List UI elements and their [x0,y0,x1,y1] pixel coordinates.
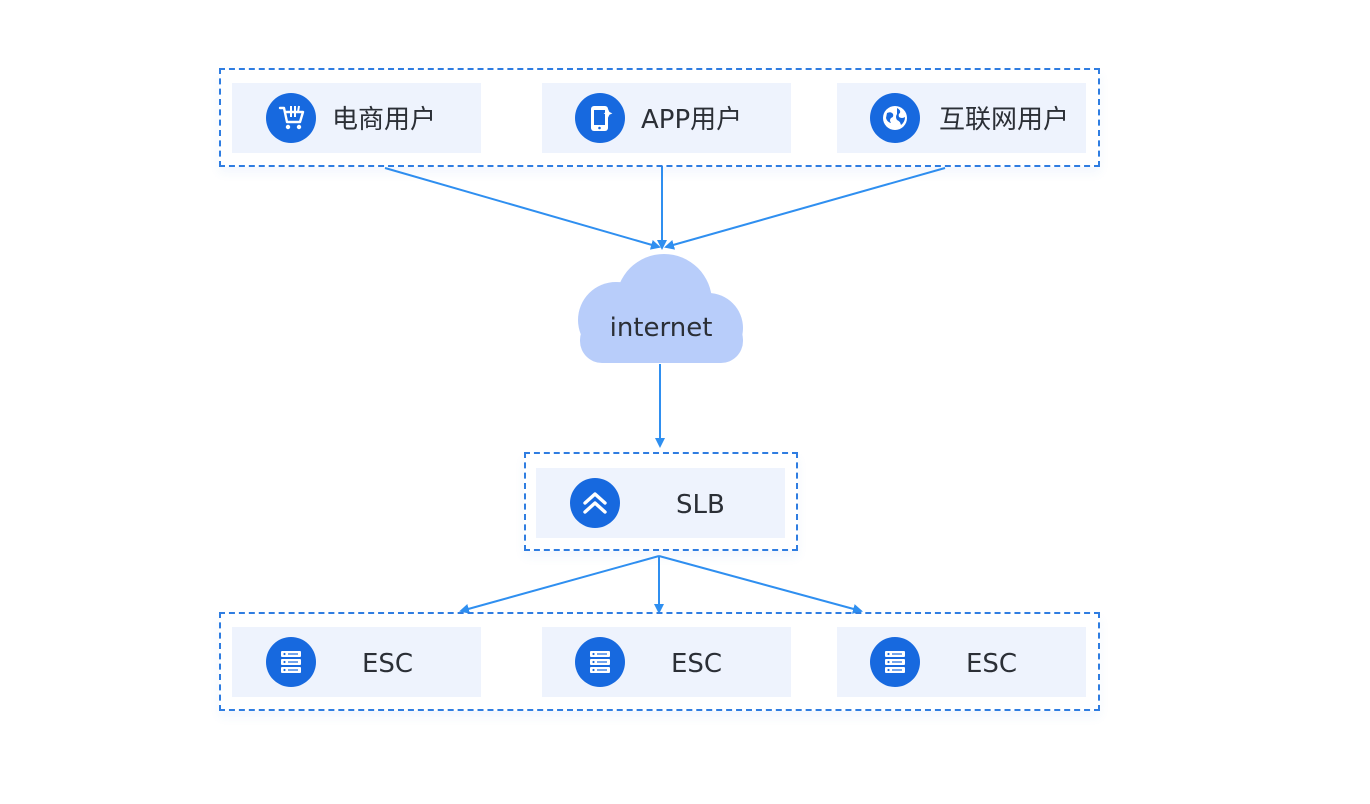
arrow-web-to-internet [664,167,946,250]
arrow-slb-to-esc-1 [459,555,660,614]
user-card-web[interactable]: 互联网用户 [837,83,1086,153]
shopping-cart-icon [266,93,316,143]
user-card-label: 电商用户 [332,105,437,135]
mobile-app-icon [575,93,625,143]
server-icon [266,637,316,687]
slb-group [524,452,798,551]
globe-icon [870,93,920,143]
slb-card[interactable]: SLB [536,468,785,538]
server-label: ESC [362,649,414,679]
internet-cloud [578,254,743,363]
server-card[interactable]: ESC [232,627,481,697]
server-label: ESC [671,649,723,679]
slb-label: SLB [676,490,725,520]
chevrons-up-icon [570,478,620,528]
server-card[interactable]: ESC [542,627,791,697]
server-label: ESC [966,649,1018,679]
arrow-ecommerce-to-internet [384,167,661,250]
servers-group [219,612,1100,711]
users-group [219,68,1100,167]
server-card[interactable]: ESC [837,627,1086,697]
arrow-slb-to-esc-3 [658,555,863,614]
user-card-ecommerce[interactable]: 电商用户 [232,83,481,153]
user-card-app[interactable]: APP用户 [542,83,791,153]
internet-label: internet [609,313,713,343]
server-icon [870,637,920,687]
user-card-label: 互联网用户 [939,105,1070,135]
server-icon [575,637,625,687]
user-card-label: APP用户 [641,105,743,135]
